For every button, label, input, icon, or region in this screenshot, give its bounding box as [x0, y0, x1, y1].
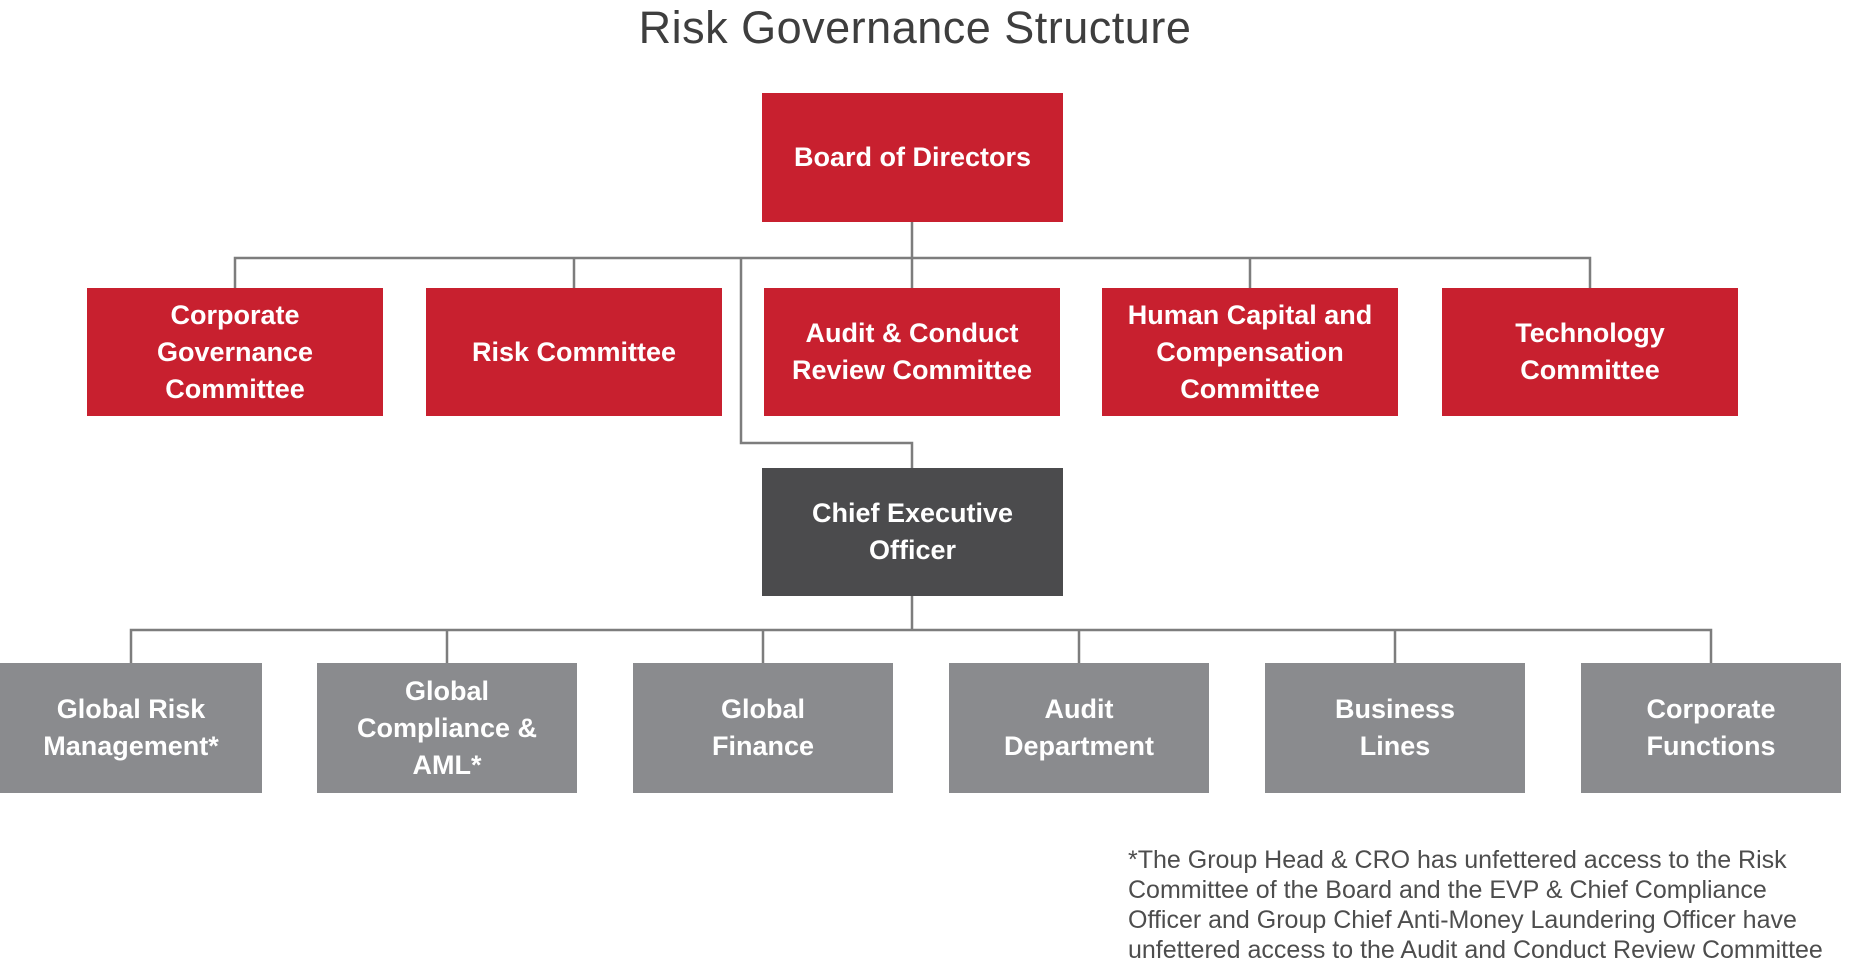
node-global-compliance-aml: Global Compliance & AML*: [317, 663, 577, 793]
connector-ceo-elbow: [739, 258, 914, 468]
node-chief-executive-officer: Chief Executive Officer: [762, 468, 1063, 596]
page-title: Risk Governance Structure: [638, 2, 1192, 53]
node-risk-committee: Risk Committee: [426, 288, 722, 416]
node-board-of-directors: Board of Directors: [762, 93, 1063, 222]
node-corporate-governance-committee: Corporate Governance Committee: [87, 288, 383, 416]
connector-committee-bus: [233, 256, 1592, 288]
node-audit-conduct-review-committee: Audit & Conduct Review Committee: [764, 288, 1060, 416]
node-technology-committee: Technology Committee: [1442, 288, 1738, 416]
connector-department-bus: [129, 628, 1713, 663]
node-corporate-functions: Corporate Functions: [1581, 663, 1841, 793]
node-global-risk-management: Global Risk Management*: [0, 663, 262, 793]
node-business-lines: Business Lines: [1265, 663, 1525, 793]
node-human-capital-compensation-committee: Human Capital and Compensation Committee: [1102, 288, 1398, 416]
node-audit-department: Audit Department: [949, 663, 1209, 793]
footnote-text: *The Group Head & CRO has unfettered acc…: [1128, 846, 1823, 964]
node-global-finance: Global Finance: [633, 663, 893, 793]
